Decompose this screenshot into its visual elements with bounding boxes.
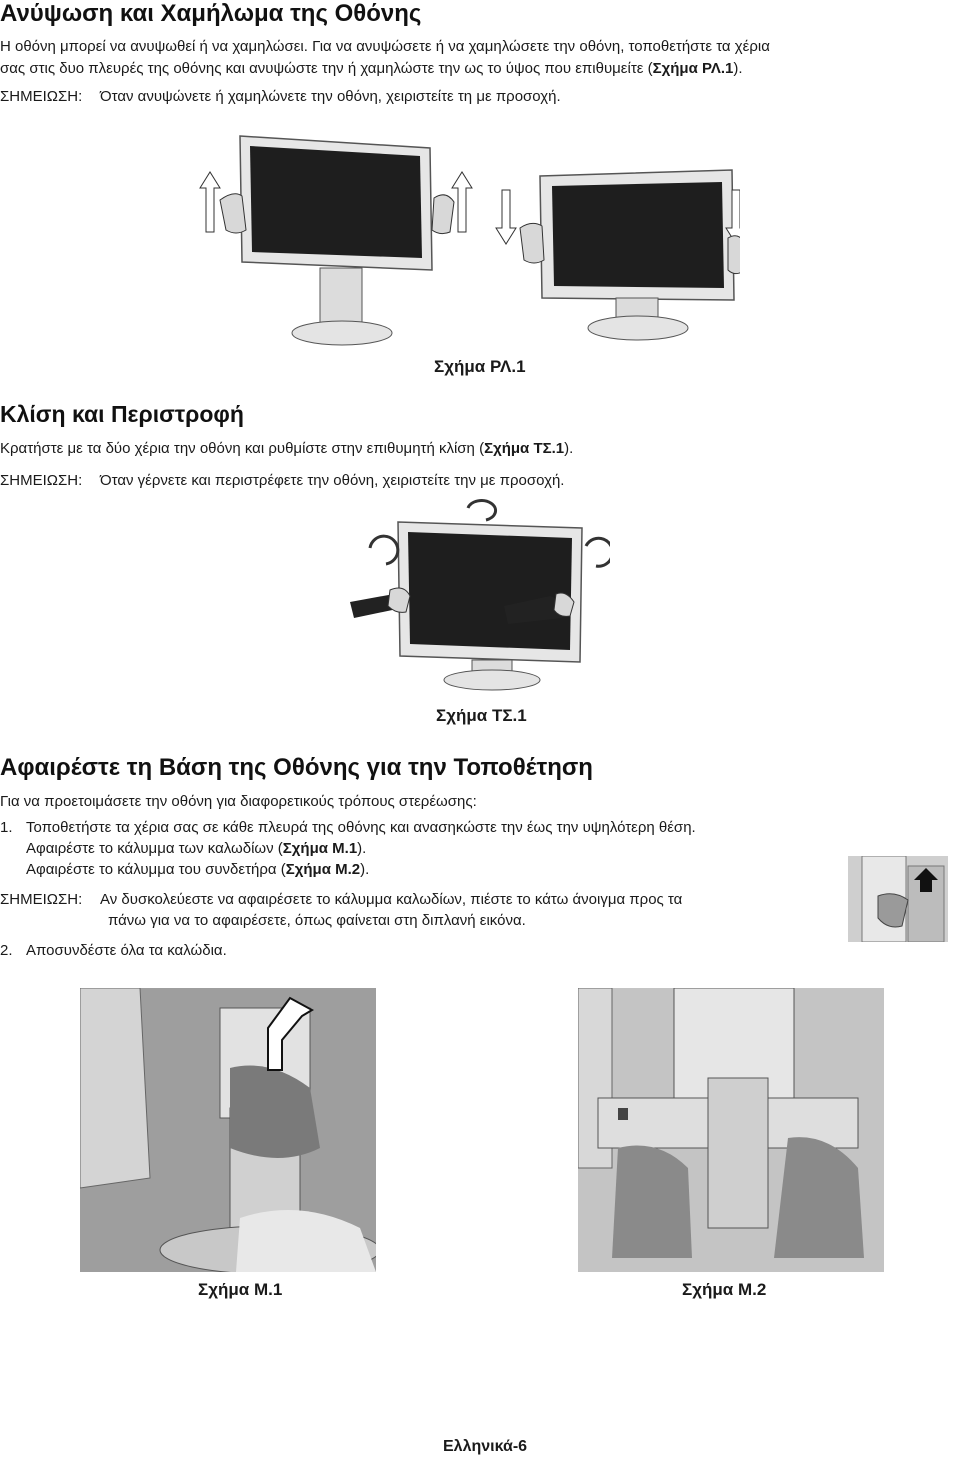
note-label: ΣΗΜΕΙΩΣΗ: <box>0 891 83 908</box>
section3-intro: Για να προετοιμάσετε την οθόνη για διαφο… <box>0 793 477 810</box>
note-text-line1: Αν δυσκολεύεστε να αφαιρέσετε το κάλυμμα… <box>100 891 683 908</box>
section1-note: ΣΗΜΕΙΩΣΗ: Όταν ανυψώνετε ή χαμηλώνετε την… <box>0 86 561 108</box>
figure-m1-photo <box>80 988 376 1272</box>
figure-caption-m1: Σχήμα Μ.1 <box>198 1280 283 1299</box>
monitor-lowered-illustration <box>495 169 740 341</box>
figure-ref-rl1: Σχήμα ΡΛ.1 <box>652 60 734 77</box>
cable-cover-inset-photo <box>848 856 948 942</box>
note-text: Όταν γέρνετε και περιστρέφετε την οθόνη,… <box>100 472 565 489</box>
figure-ref-m1: Σχήμα Μ.1 <box>282 840 358 857</box>
section1-paragraph-line2: σας στις δυο πλευρές της οθόνης και ανυψ… <box>0 60 743 77</box>
figure-ts1-illustration <box>350 498 610 698</box>
figure-caption-ts1: Σχήμα ΤΣ.1 <box>436 706 527 725</box>
figure-ref-m2: Σχήμα Μ.2 <box>285 861 361 878</box>
step1-text: Τοποθετήστε τα χέρια σας σε κάθε πλευρά … <box>26 819 696 836</box>
step2: 2. Αποσυνδέστε όλα τα καλώδια. <box>0 940 227 962</box>
section2-paragraph: Κρατήστε με τα δύο χέρια την οθόνη και ρ… <box>0 440 574 457</box>
monitor-raised-illustration <box>199 135 473 346</box>
step2-text: Αποσυνδέστε όλα τα καλώδια. <box>26 942 227 959</box>
section3-note-line1: ΣΗΜΕΙΩΣΗ: Αν δυσκολεύεστε να αφαιρέσετε τ… <box>0 889 682 911</box>
section-title-tilt-swivel: Κλίση και Περιστροφή <box>0 401 244 427</box>
step1-number: 1. <box>0 819 13 836</box>
section-title-remove-stand: Αφαιρέστε τη Βάση της Οθόνης για την Τοπ… <box>0 754 593 781</box>
figure-m2-photo <box>578 988 884 1272</box>
section1-paragraph-line1: Η οθόνη μπορεί να ανυψωθεί ή να χαμηλώσε… <box>0 38 770 55</box>
page-footer-label: Ελληνικά-6 <box>443 1438 528 1455</box>
note-label: ΣΗΜΕΙΩΣΗ: <box>0 472 83 489</box>
figure-ref-ts1: Σχήμα ΤΣ.1 <box>484 440 565 457</box>
note-text: Όταν ανυψώνετε ή χαμηλώνετε την οθόνη, χ… <box>100 88 561 105</box>
step1-sub2: Αφαιρέστε το κάλυμμα του συνδετήρα (Σχήμ… <box>26 861 370 878</box>
figure-caption-rl1: Σχήμα ΡΛ.1 <box>434 357 526 376</box>
section2-note: ΣΗΜΕΙΩΣΗ: Όταν γέρνετε και περιστρέφετε τ… <box>0 470 564 492</box>
figure-rl1-illustration <box>180 128 740 360</box>
step2-number: 2. <box>0 942 13 959</box>
step1-sub1: Αφαιρέστε το κάλυμμα των καλωδίων (Σχήμα… <box>26 840 367 857</box>
note-label: ΣΗΜΕΙΩΣΗ: <box>0 88 83 105</box>
section-title-raise-lower: Ανύψωση και Χαμήλωμα της Οθόνης <box>0 0 422 27</box>
step1: 1. Τοποθετήστε τα χέρια σας σε κάθε πλευρ… <box>0 817 696 839</box>
figure-caption-m2: Σχήμα Μ.2 <box>682 1280 767 1299</box>
section3-note-line2: πάνω για να το αφαιρέσετε, όπως φαίνεται… <box>108 912 526 929</box>
